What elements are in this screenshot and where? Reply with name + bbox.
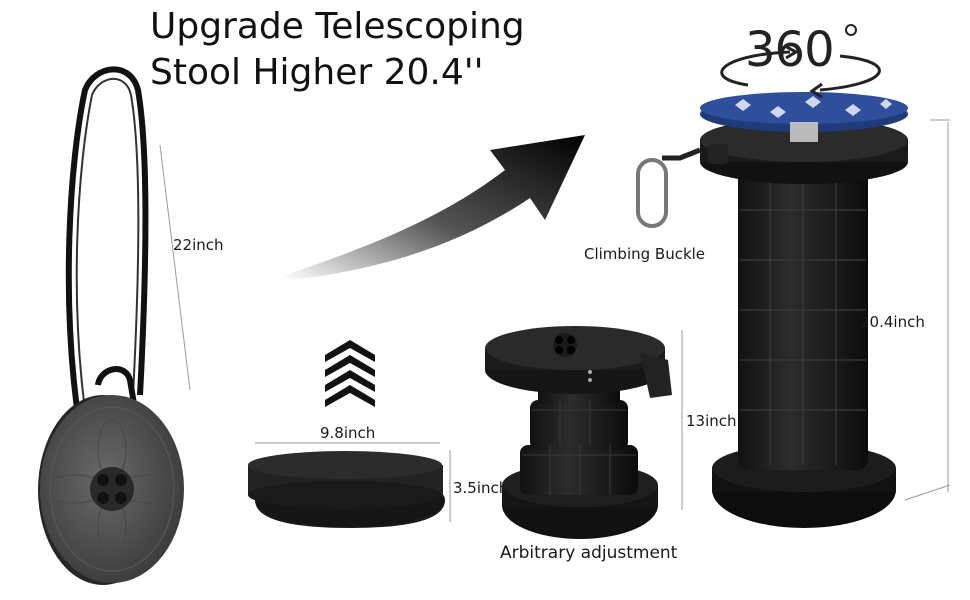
closed-height-label: 3.5inch [453, 479, 509, 497]
degree-icon [845, 24, 857, 36]
rotation-badge: 360 [745, 22, 835, 78]
rotation-arrow-icon [720, 44, 881, 99]
medium-stool [485, 326, 672, 539]
headline: Upgrade Telescoping Stool Higher 20.4'' [150, 4, 525, 96]
growth-arrow-icon [285, 135, 585, 280]
up-chevrons-icon [325, 340, 375, 407]
adjust-caption: Arbitrary adjustment [500, 543, 678, 563]
headline-line-1: Upgrade Telescoping [150, 6, 525, 47]
headline-line-2: Stool Higher 20.4'' [150, 52, 484, 93]
max-height-line-bottom [904, 484, 951, 501]
seat-cushion [700, 92, 908, 132]
carabiner-icon [636, 144, 728, 228]
closed-width-label: 9.8inch [320, 424, 376, 442]
strap-height-label: 22inch [173, 236, 224, 254]
buckle-caption: Climbing Buckle [584, 245, 706, 263]
max-height-label: 20.4inch [860, 313, 925, 331]
closed-stool [248, 451, 445, 528]
tall-stool [636, 92, 908, 528]
strap-dimension-line [159, 144, 191, 391]
strap-stool [38, 66, 184, 585]
mid-height-label: 13inch [686, 412, 737, 430]
